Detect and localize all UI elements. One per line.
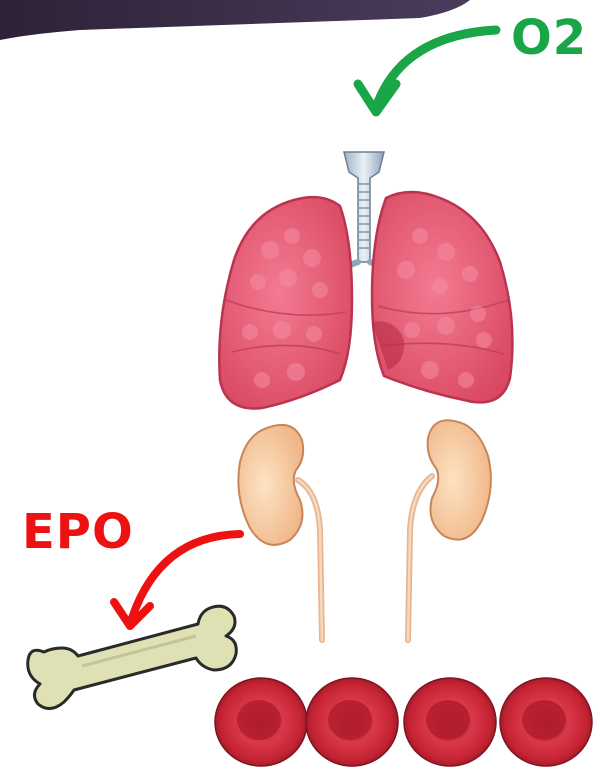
oxygen-arrow-icon [358, 30, 496, 112]
oxygen-label: O2 [511, 10, 587, 66]
red-blood-cell-icon [306, 678, 398, 766]
header-band [0, 0, 470, 40]
red-blood-cell-icon [500, 678, 592, 766]
red-blood-cells [215, 678, 592, 766]
red-blood-cell-icon [215, 678, 307, 766]
red-blood-cell-icon [404, 678, 496, 766]
epo-label: EPO [22, 504, 134, 560]
kidneys-icon [238, 420, 491, 640]
